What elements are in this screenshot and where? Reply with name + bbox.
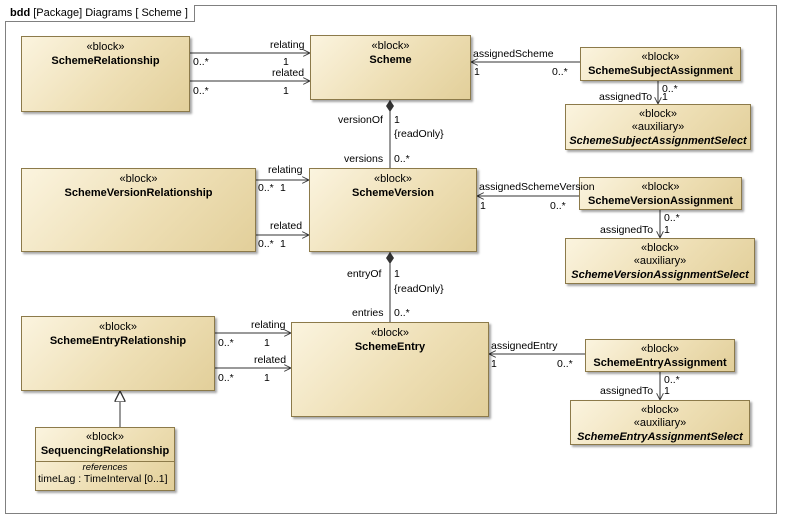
related-label: related	[270, 220, 303, 232]
assigned-to-label: assignedTo	[599, 91, 653, 103]
stereotype-label: «block»	[374, 173, 412, 185]
assigned-to-label: assignedTo	[600, 385, 654, 397]
property-row: timeLag : TimeInterval [0..1]	[36, 473, 174, 486]
scheme-block[interactable]: «block» Scheme	[310, 35, 471, 100]
stereotype-label: «block»	[641, 343, 679, 355]
multiplicity-label: 1	[280, 238, 286, 250]
property-type: : TimeInterval [0..1]	[75, 473, 168, 485]
related-label: related	[272, 67, 305, 79]
stereotype-label: «block»	[371, 327, 409, 339]
relating-label: relating	[251, 319, 286, 331]
scheme-entry-relationship-block[interactable]: «block» SchemeEntryRelationship	[21, 316, 215, 391]
scheme-version-relationship-block[interactable]: «block» SchemeVersionRelationship	[21, 168, 256, 252]
assigned-entry-label: assignedEntry	[491, 340, 558, 352]
multiplicity-label: 0..*	[664, 212, 680, 224]
multiplicity-label: 0..*	[557, 358, 573, 370]
block-name: SchemeSubjectAssignmentSelect	[569, 135, 747, 147]
sequencing-relationship-block[interactable]: «block» SequencingRelationship reference…	[35, 427, 175, 491]
multiplicity-label: 0..*	[664, 374, 680, 386]
relating-label: relating	[270, 39, 305, 51]
block-name: SchemeRelationship	[51, 55, 160, 67]
block-name: SchemeEntryAssignmentSelect	[577, 431, 743, 443]
multiplicity-label: 0..*	[552, 66, 568, 78]
block-name: SchemeEntryRelationship	[49, 335, 187, 347]
block-name: SchemeSubjectAssignment	[588, 65, 733, 77]
multiplicity-label: 0..*	[218, 372, 234, 384]
stereotype-label: «block»	[641, 181, 680, 193]
stereotype-label: «block»	[641, 242, 679, 254]
block-name: SchemeVersion	[352, 187, 434, 199]
scheme-version-assignment-block[interactable]: «block» SchemeVersionAssignment	[579, 177, 742, 210]
versions-label: versions	[344, 153, 384, 165]
stereotype-label: «block»	[371, 40, 410, 52]
scheme-entry-assignment-block[interactable]: «block» SchemeEntryAssignment	[585, 339, 735, 372]
multiplicity-label: 0..*	[193, 85, 209, 97]
multiplicity-label: 1	[664, 224, 670, 236]
multiplicity-label: 0..*	[394, 307, 410, 319]
stereotype-label: «block»	[86, 41, 125, 53]
multiplicity-label: 1	[664, 385, 670, 397]
read-only-label: {readOnly}	[394, 283, 444, 295]
block-name: SequencingRelationship	[40, 445, 170, 457]
stereotype-label-auxiliary: «auxiliary»	[633, 417, 687, 429]
stereotype-label: «block»	[641, 51, 680, 63]
multiplicity-label: 1	[283, 56, 289, 68]
related-label: related	[254, 354, 287, 366]
stereotype-label-auxiliary: «auxiliary»	[631, 121, 685, 133]
entry-of-label: entryOf	[347, 268, 382, 280]
multiplicity-label: 1	[264, 337, 270, 349]
relating-label: relating	[268, 164, 303, 176]
properties-compartment: references timeLag : TimeInterval [0..1]	[36, 461, 174, 486]
multiplicity-label: 1	[283, 85, 289, 97]
multiplicity-label: 1	[480, 200, 486, 212]
multiplicity-label: 0..*	[258, 182, 274, 194]
block-name: SchemeVersionAssignment	[588, 195, 733, 207]
frame-kind: bdd	[10, 7, 31, 19]
multiplicity-label: 0..*	[550, 200, 566, 212]
multiplicity-label: 1	[280, 182, 286, 194]
stereotype-label: «block»	[641, 404, 679, 416]
multiplicity-label: 0..*	[662, 83, 678, 95]
stereotype-label: «block»	[99, 321, 137, 333]
multiplicity-label: 0..*	[193, 56, 209, 68]
scheme-entry-block[interactable]: «block» SchemeEntry	[291, 322, 489, 417]
property-name: timeLag	[38, 473, 76, 485]
compartment-header: references	[82, 462, 128, 473]
block-name: SchemeVersionAssignmentSelect	[571, 269, 749, 281]
multiplicity-label: 0..*	[394, 153, 410, 165]
stereotype-label: «block»	[119, 173, 158, 185]
scheme-version-assignment-select-block[interactable]: «block» «auxiliary» SchemeVersionAssignm…	[565, 238, 755, 284]
scheme-subject-assignment-select-block[interactable]: «block» «auxiliary» SchemeSubjectAssignm…	[565, 104, 751, 150]
multiplicity-label: 1	[491, 358, 497, 370]
stereotype-label-auxiliary: «auxiliary»	[633, 255, 687, 267]
frame-title: [Package] Diagrams [ Scheme ]	[33, 7, 188, 19]
multiplicity-label: 1	[662, 91, 668, 103]
scheme-relationship-block[interactable]: «block» SchemeRelationship	[21, 36, 190, 112]
scheme-version-block[interactable]: «block» SchemeVersion	[309, 168, 477, 252]
scheme-entry-assignment-select-block[interactable]: «block» «auxiliary» SchemeEntryAssignmen…	[570, 400, 750, 445]
multiplicity-label: 1	[264, 372, 270, 384]
block-name: SchemeEntry	[354, 341, 426, 353]
stereotype-label: «block»	[86, 431, 124, 443]
multiplicity-label: 1	[394, 268, 400, 280]
multiplicity-label: 1	[394, 114, 400, 126]
version-of-label: versionOf	[338, 114, 383, 126]
multiplicity-label: 0..*	[218, 337, 234, 349]
block-name: SchemeEntryAssignment	[593, 357, 727, 369]
entries-label: entries	[352, 307, 384, 319]
block-name: SchemeVersionRelationship	[64, 187, 213, 199]
assigned-scheme-label: assignedScheme	[473, 48, 554, 60]
block-name: Scheme	[369, 54, 412, 66]
scheme-subject-assignment-block[interactable]: «block» SchemeSubjectAssignment	[580, 47, 741, 81]
stereotype-label: «block»	[639, 108, 677, 120]
multiplicity-label: 0..*	[258, 238, 274, 250]
assigned-scheme-version-label: assignedSchemeVersion	[479, 181, 595, 193]
assigned-to-label: assignedTo	[600, 224, 654, 236]
frame-header: bdd [Package] Diagrams [ Scheme ]	[5, 5, 195, 22]
multiplicity-label: 1	[474, 66, 480, 78]
read-only-label: {readOnly}	[394, 128, 444, 140]
